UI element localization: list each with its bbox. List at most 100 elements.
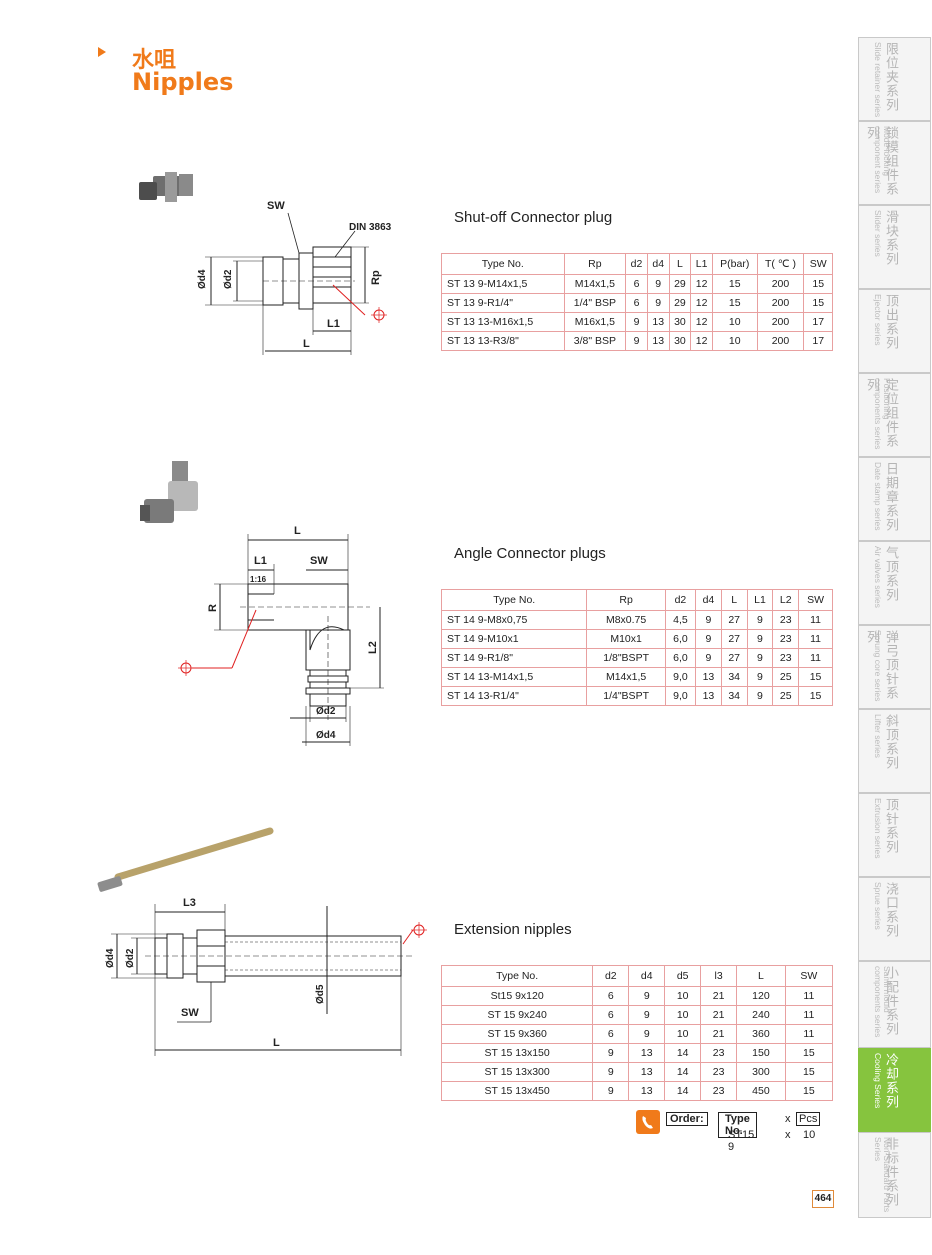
table-cell: 34 xyxy=(720,667,748,687)
drawing-label-l3: L3 xyxy=(183,897,196,909)
order-type-value: ST15 9 xyxy=(728,1129,755,1153)
sidebar-item-sublabel: Sprung core series xyxy=(873,630,883,702)
table-cell: ST 13 9-R1/4" xyxy=(441,293,565,313)
table-cell: 9 xyxy=(625,331,648,351)
table-cell: 10 xyxy=(664,986,702,1006)
table-cell: ST 15 13x300 xyxy=(440,1062,594,1082)
header-pressure: P(bar) xyxy=(712,253,758,275)
table-cell: 9 xyxy=(592,1043,630,1063)
table-cell: 25 xyxy=(772,686,800,706)
table-cell: ST 15 13x450 xyxy=(440,1081,594,1101)
page-title: Nipples xyxy=(132,68,234,96)
extension-title: Extension nipples xyxy=(454,921,572,938)
table-cell: 30 xyxy=(668,312,692,332)
extension-product-photo xyxy=(97,827,274,892)
table-cell: 9,0 xyxy=(664,667,697,687)
table-cell: 9 xyxy=(628,1005,666,1025)
header-sw: SW xyxy=(798,589,833,611)
table-cell: 15 xyxy=(798,667,833,687)
table-cell: 11 xyxy=(784,1024,834,1044)
table-cell: 15 xyxy=(712,293,758,313)
drawing-label-d2: Ød2 xyxy=(316,706,336,717)
sidebar-item-sublabel: Extrusion series xyxy=(873,798,883,859)
sidebar-item-label: 限位夹系列 xyxy=(883,42,898,112)
shutoff-technical-drawing: SW DIN 3863 Ød4 Ød2 Rp L1 L xyxy=(197,200,392,355)
table-cell: 23 xyxy=(772,629,800,649)
header-l3: l3 xyxy=(700,965,738,987)
page-title-cn: 水咀 xyxy=(132,48,177,73)
sidebar-item-sublabel: Samll mould components series xyxy=(873,966,892,1038)
table-cell: 15 xyxy=(784,1081,834,1101)
table-cell: 11 xyxy=(798,648,833,668)
bullet-arrow-icon xyxy=(98,47,106,57)
table-cell: 15 xyxy=(803,274,833,294)
table-cell: 6 xyxy=(625,274,648,294)
table-cell: 10 xyxy=(712,312,758,332)
shutoff-table: Type No. Rp d2 d4 L L1 P(bar) T( ℃ ) SW … xyxy=(441,253,833,351)
table-cell: M14x1,5 xyxy=(586,667,666,687)
sidebar-item-label: 浇口系列 xyxy=(883,882,898,938)
table-cell: 9 xyxy=(592,1062,630,1082)
table-cell: 10 xyxy=(664,1024,702,1044)
table-cell: 240 xyxy=(736,1005,786,1025)
table-cell: 9,0 xyxy=(664,686,697,706)
sidebar-item-label: 非标件系列 xyxy=(883,1137,898,1207)
header-l: L xyxy=(720,589,748,611)
table-cell: 11 xyxy=(784,986,834,1006)
table-cell: 4,5 xyxy=(664,610,697,630)
table-cell: 21 xyxy=(700,1024,738,1044)
drawing-label-l: L xyxy=(273,1037,280,1049)
table-cell: 10 xyxy=(712,331,758,351)
drawing-label-rp: Rp xyxy=(370,270,382,285)
header-l: L xyxy=(668,253,692,275)
sidebar-item-sublabel: Lifter series xyxy=(873,714,883,758)
table-cell: 15 xyxy=(784,1062,834,1082)
table-cell: ST 14 13-R1/4" xyxy=(440,686,588,706)
table-cell: 9 xyxy=(746,667,774,687)
table-cell: 12 xyxy=(690,331,713,351)
table-header-row: Type No. Rp d2 d4 L L1 P(bar) T( ℃ ) SW xyxy=(441,253,833,275)
table-cell: St15 9x120 xyxy=(440,986,594,1006)
sidebar-item-sublabel: Slide retainer series xyxy=(873,42,883,118)
table-cell: 6 xyxy=(592,1005,630,1025)
drawing-label-taper: 1:16 xyxy=(250,575,267,584)
table-cell: M10x1 xyxy=(586,629,666,649)
sidebar-item-sublabel: Cooling Series xyxy=(873,1053,883,1109)
sidebar-item-label: 锁模组件系列 xyxy=(864,126,898,196)
table-cell: 200 xyxy=(756,331,805,351)
table-cell: 6 xyxy=(592,986,630,1006)
order-pcs-value: 10 xyxy=(803,1129,816,1141)
drawing-label-sw: SW xyxy=(181,1007,199,1019)
sidebar-item-label: 斜顶系列 xyxy=(883,714,898,770)
angle-technical-drawing: L L1 SW 1:16 R L2 Ød2 Ød4 xyxy=(178,525,384,746)
sidebar-item-label: 顶出系列 xyxy=(883,294,898,350)
drawing-label-d2: Ød2 xyxy=(223,269,234,289)
table-cell: 25 xyxy=(772,667,800,687)
sidebar-item-sublabel: Positioning components series xyxy=(873,378,892,450)
table-cell: 12 xyxy=(690,293,713,313)
table-cell: 13 xyxy=(628,1062,666,1082)
